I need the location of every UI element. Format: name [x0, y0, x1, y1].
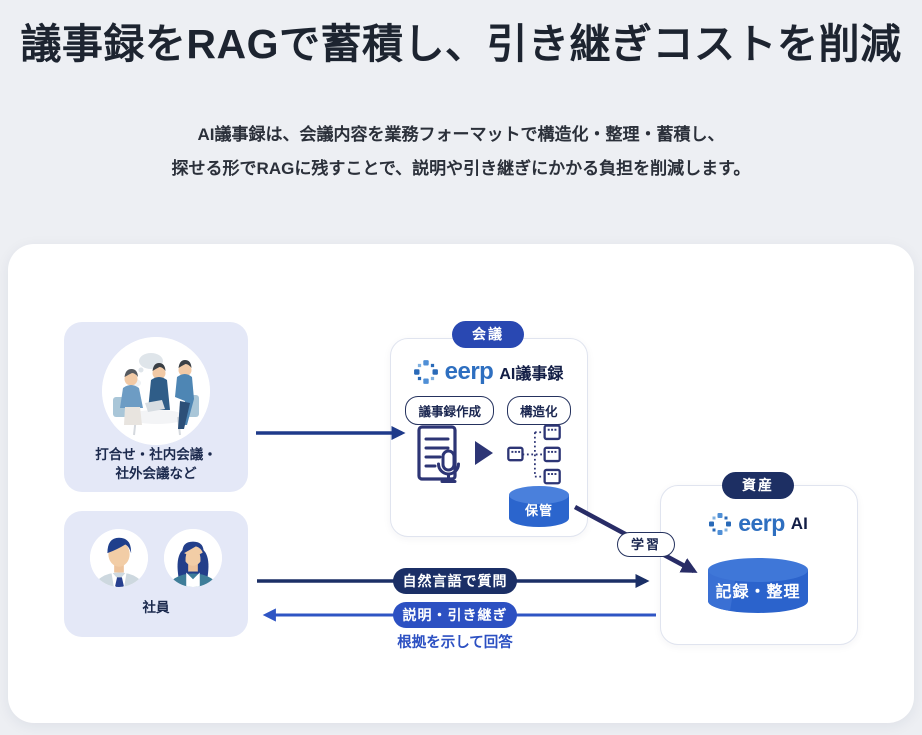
structure-tree-icon — [506, 423, 562, 485]
eerp-logo-icon — [413, 360, 438, 384]
asset-card-product-text: AI — [790, 513, 808, 533]
records-cylinder: 記録・整理 — [704, 556, 812, 616]
minutes-creation-pill: 議事録作成 — [405, 396, 494, 425]
storage-cylinder: 保管 — [506, 485, 572, 529]
meeting-card-product-text: AI議事録 — [499, 366, 564, 383]
eerp-logo-icon — [709, 512, 732, 535]
meeting-badge: 会議 — [452, 321, 524, 348]
play-arrow-icon — [474, 440, 494, 466]
employees-source-box: 社員 — [64, 511, 248, 637]
people-meeting-illustration-icon — [102, 337, 210, 445]
eerp-brand-text: eerp — [444, 358, 494, 385]
subtitle-line-2: 探せる形でRAGに残すことで、説明や引き継ぎにかかる負担を削減します。 — [171, 159, 751, 178]
storage-label: 保管 — [524, 503, 553, 518]
subtitle-line-1: AI議事録は、会議内容を業務フォーマットで構造化・整理・蓄積し、 — [197, 125, 725, 144]
asset-badge: 資産 — [722, 472, 794, 499]
structuring-pill: 構造化 — [507, 396, 571, 425]
meeting-card-pills: 議事録作成 構造化 — [390, 396, 586, 425]
employees-label: 社員 — [142, 600, 170, 615]
document-mic-icon — [416, 424, 462, 488]
handover-badge: 説明・引き継ぎ — [393, 602, 517, 628]
records-label: 記録・整理 — [715, 584, 801, 601]
male-employee-avatar — [90, 529, 148, 587]
answer-note: 根拠を示して回答 — [397, 635, 513, 651]
learn-pill: 学習 — [617, 532, 675, 557]
page-title: 議事録をRAGで蓄積し、引き継ぎコストを削減 — [20, 21, 902, 67]
meetings-source-label: 打合せ・社内会議・ 社外会議など — [64, 446, 248, 484]
eerp-brand-text: eerp — [738, 510, 785, 536]
meeting-card-logo: eerp AI議事録 — [390, 358, 586, 386]
meetings-label-line2: 社外会議など — [115, 465, 197, 481]
question-badge: 自然言語で質問 — [393, 568, 517, 594]
female-employee-avatar — [164, 529, 222, 587]
meetings-source-box: 打合せ・社内会議・ 社外会議など — [64, 322, 248, 492]
asset-card-logo: eerp AI — [660, 510, 856, 537]
meetings-label-line1: 打合せ・社内会議・ — [95, 447, 217, 462]
page-subtitle: AI議事録は、会議内容を業務フォーマットで構造化・整理・蓄積し、 探せる形でRA… — [0, 118, 922, 186]
